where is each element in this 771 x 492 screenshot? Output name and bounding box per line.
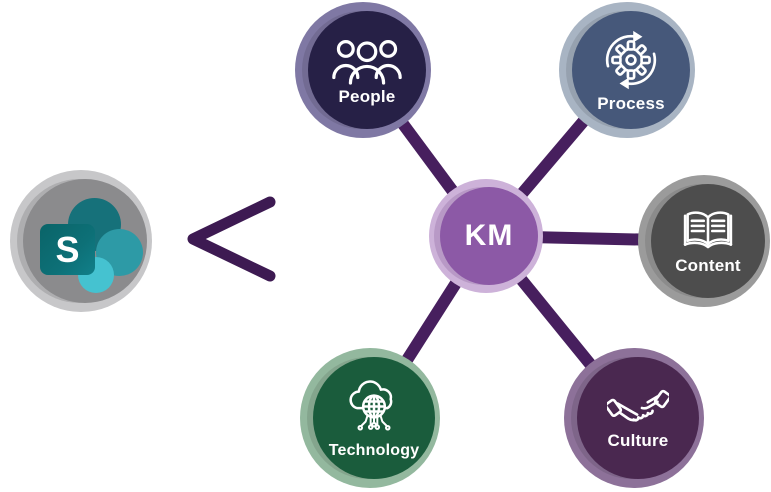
node-content: Content: [638, 175, 770, 307]
node-people-label: People: [338, 87, 396, 106]
node-process: Process: [559, 2, 695, 138]
sharepoint-logo-icon: S: [23, 179, 147, 303]
gear-sync-icon: [601, 28, 661, 92]
node-process-circle: Process: [572, 11, 690, 129]
km-label: KM: [464, 219, 514, 252]
node-culture-circle: Culture: [577, 357, 699, 479]
node-culture-label: Culture: [607, 431, 669, 450]
sharepoint-node: S: [10, 170, 152, 312]
node-content-circle: Content: [651, 184, 765, 298]
less-than-symbol: [187, 196, 276, 282]
node-km-circle: KM: [440, 187, 538, 285]
node-technology-label: Technology: [328, 441, 420, 459]
open-book-icon: [680, 208, 736, 254]
node-content-label: Content: [675, 256, 741, 275]
sharepoint-logo-letter: S: [55, 228, 80, 270]
node-km-center: KM: [429, 179, 543, 293]
people-group-icon: [332, 35, 402, 85]
node-technology-circle: Technology: [313, 357, 435, 479]
sharepoint-logo-square: S: [40, 224, 95, 275]
node-technology: Technology: [300, 348, 440, 488]
cloud-circuit-globe-icon: [344, 378, 404, 440]
sharepoint-circle: S: [23, 179, 147, 303]
node-people-circle: People: [308, 11, 426, 129]
node-people: People: [295, 2, 431, 138]
node-culture: Culture: [564, 348, 704, 488]
node-process-label: Process: [597, 94, 665, 113]
handshake-icon: [604, 387, 672, 429]
